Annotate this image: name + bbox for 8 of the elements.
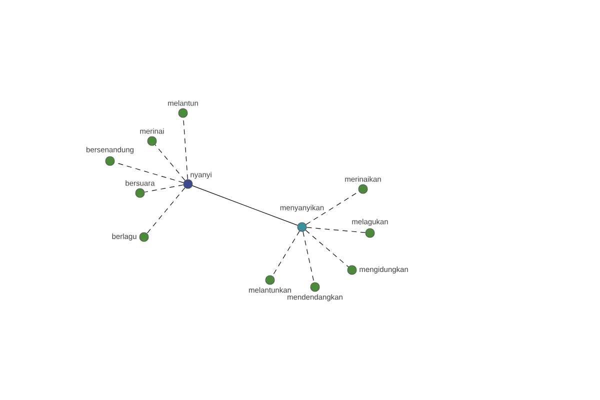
connector-line (144, 184, 184, 192)
connector-line (192, 185, 298, 226)
connector-line (305, 230, 349, 268)
connector-line (154, 144, 186, 181)
connector-line (272, 230, 300, 276)
connector-line (306, 227, 366, 233)
connector-line (302, 231, 314, 283)
connector-line (146, 187, 186, 234)
